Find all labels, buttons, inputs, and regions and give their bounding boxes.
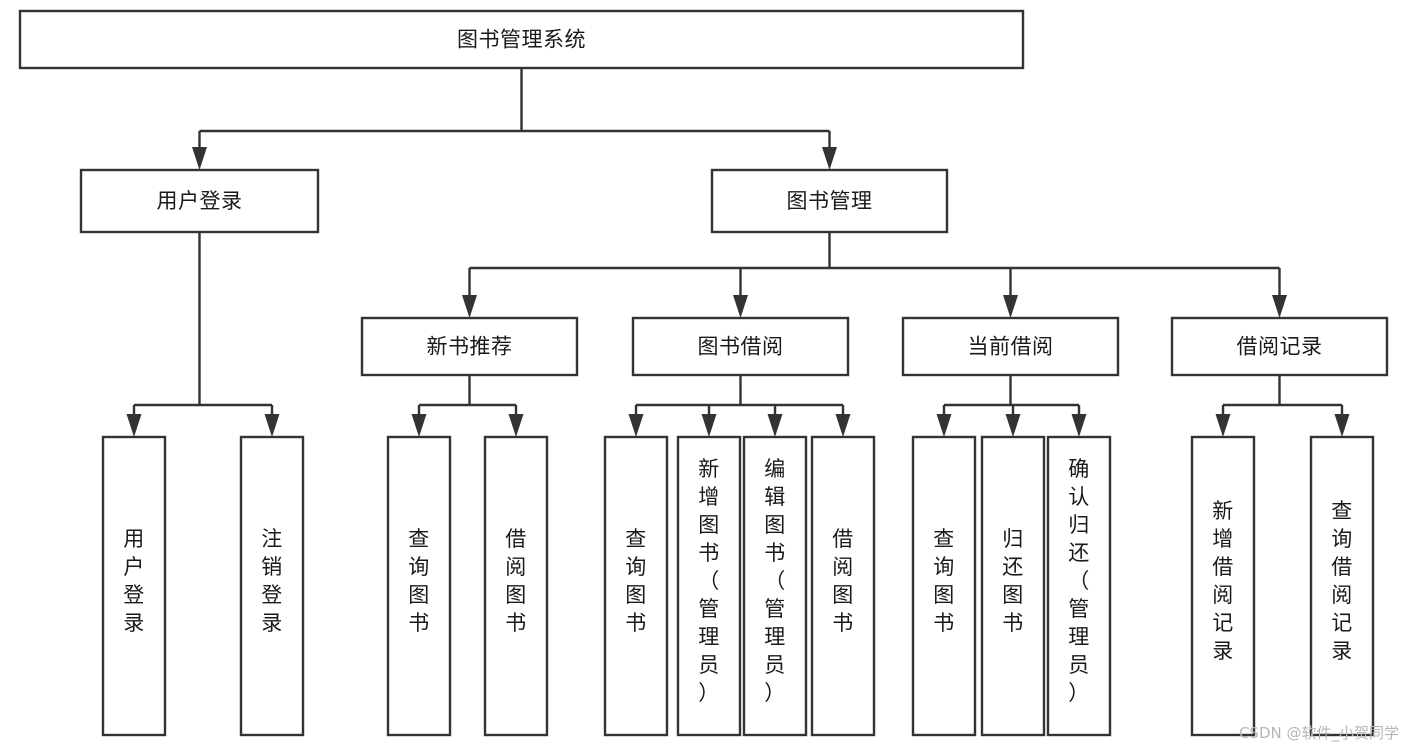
node-new-book-recommend[interactable]: 新书推荐	[360, 316, 579, 377]
arrow-head-icon	[628, 414, 644, 437]
node-box[interactable]	[360, 316, 579, 377]
node-borrow-record[interactable]: 借阅记录	[1170, 316, 1389, 377]
node-leaf-query-book-3[interactable]: 查询图书	[911, 435, 977, 737]
node-label: 查询图书	[408, 527, 430, 635]
node-label: 确认归还（管理员）	[1068, 457, 1090, 705]
connector-group-root	[192, 68, 837, 170]
node-label: 编辑图书（管理员）	[764, 457, 786, 705]
node-label: 当前借阅	[968, 335, 1054, 359]
node-box[interactable]	[101, 435, 167, 737]
node-leaf-query-book-1[interactable]: 查询图书	[386, 435, 452, 737]
node-box[interactable]	[79, 168, 320, 234]
arrow-head-icon	[1003, 295, 1018, 318]
connector-group-book-borrow	[628, 375, 851, 437]
arrow-head-icon	[1005, 414, 1021, 437]
arrow-head-icon	[936, 414, 952, 437]
arrow-head-icon	[1215, 414, 1231, 437]
arrow-head-icon	[126, 414, 142, 437]
node-leaf-logout[interactable]: 注销登录	[239, 435, 305, 737]
node-box[interactable]	[386, 435, 452, 737]
node-label: 图书管理系统	[457, 28, 586, 52]
node-label: 用户登录	[157, 189, 243, 213]
node-label: 归还图书	[1002, 527, 1024, 635]
node-label: 注销登录	[261, 527, 283, 635]
node-label: 借阅图书	[832, 527, 854, 635]
node-book-borrow[interactable]: 图书借阅	[631, 316, 850, 377]
node-leaf-add-book[interactable]: 新增图书（管理员）	[676, 435, 742, 737]
node-user-login[interactable]: 用户登录	[79, 168, 320, 234]
connector-layer	[126, 68, 1350, 437]
arrow-head-icon	[462, 295, 477, 318]
node-box[interactable]	[710, 168, 949, 234]
node-box[interactable]	[1170, 316, 1389, 377]
node-box[interactable]	[980, 435, 1046, 737]
node-label: 借阅图书	[505, 527, 527, 635]
node-box[interactable]	[911, 435, 977, 737]
node-box[interactable]	[603, 435, 669, 737]
node-layer: 图书管理系统用户登录图书管理新书推荐图书借阅当前借阅借阅记录用户登录注销登录查询…	[18, 9, 1389, 737]
node-box[interactable]	[483, 435, 549, 737]
node-box[interactable]	[676, 435, 742, 737]
node-leaf-query-record[interactable]: 查询借阅记录	[1309, 435, 1375, 737]
node-box[interactable]	[1046, 435, 1112, 737]
node-leaf-query-book-2[interactable]: 查询图书	[603, 435, 669, 737]
arrow-head-icon	[1071, 414, 1087, 437]
node-label: 借阅记录	[1237, 335, 1323, 359]
node-book-management[interactable]: 图书管理	[710, 168, 949, 234]
node-box[interactable]	[1190, 435, 1256, 737]
arrow-head-icon	[767, 414, 783, 437]
connector-group-user-login	[126, 232, 280, 437]
node-root[interactable]: 图书管理系统	[18, 9, 1025, 70]
connector-group-borrow-record	[1215, 375, 1350, 437]
arrow-head-icon	[411, 414, 427, 437]
node-box[interactable]	[631, 316, 850, 377]
node-leaf-user-login[interactable]: 用户登录	[101, 435, 167, 737]
node-label: 图书管理	[787, 189, 873, 213]
node-leaf-return-book[interactable]: 归还图书	[980, 435, 1046, 737]
node-label: 查询图书	[933, 527, 955, 635]
node-leaf-borrow-book-1[interactable]: 借阅图书	[483, 435, 549, 737]
arrow-head-icon	[701, 414, 717, 437]
node-label: 新书推荐	[427, 335, 513, 359]
node-box[interactable]	[810, 435, 876, 737]
arrow-head-icon	[264, 414, 280, 437]
node-box[interactable]	[901, 316, 1120, 377]
node-box[interactable]	[239, 435, 305, 737]
node-label: 查询图书	[625, 527, 647, 635]
arrow-head-icon	[508, 414, 524, 437]
node-leaf-borrow-book-2[interactable]: 借阅图书	[810, 435, 876, 737]
node-leaf-confirm-return[interactable]: 确认归还（管理员）	[1046, 435, 1112, 737]
node-box[interactable]	[1309, 435, 1375, 737]
arrow-head-icon	[192, 147, 207, 170]
connector-group-new-book-recommend	[411, 375, 524, 437]
connector-group-current-borrow	[936, 375, 1087, 437]
node-label: 查询借阅记录	[1331, 499, 1353, 663]
node-label: 用户登录	[123, 527, 145, 635]
csdn-watermark: CSDN @软件_小贺同学	[1238, 724, 1399, 742]
node-box[interactable]	[18, 9, 1025, 70]
node-label: 新增图书（管理员）	[698, 457, 720, 705]
connector-group-book-management	[462, 232, 1287, 318]
node-leaf-add-record[interactable]: 新增借阅记录	[1190, 435, 1256, 737]
arrow-head-icon	[1272, 295, 1287, 318]
arrow-head-icon	[733, 295, 748, 318]
node-box[interactable]	[742, 435, 808, 737]
node-leaf-edit-book[interactable]: 编辑图书（管理员）	[742, 435, 808, 737]
node-current-borrow[interactable]: 当前借阅	[901, 316, 1120, 377]
node-label: 新增借阅记录	[1212, 499, 1234, 663]
arrow-head-icon	[822, 147, 837, 170]
node-label: 图书借阅	[698, 335, 784, 359]
arrow-head-icon	[1334, 414, 1350, 437]
arrow-head-icon	[835, 414, 851, 437]
